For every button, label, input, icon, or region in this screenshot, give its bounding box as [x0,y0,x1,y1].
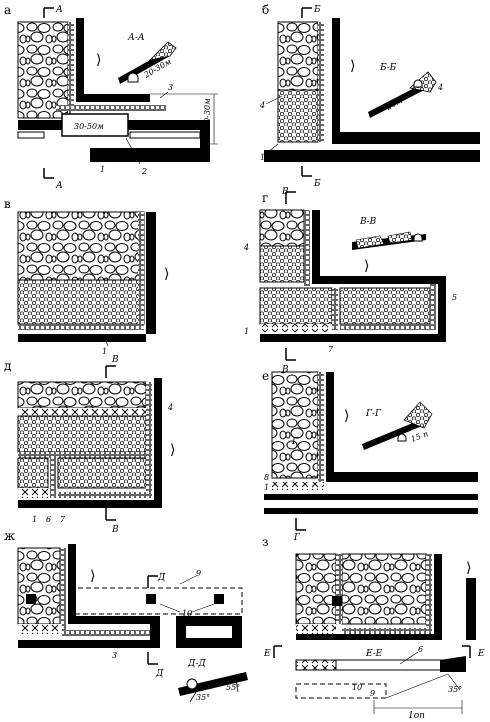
callout-7: 7 [60,515,66,524]
callout-9: 9 [196,569,201,578]
section-title: Г-Г [365,409,382,419]
cut-mark-top: В [281,187,289,197]
callout-1: 1 [244,327,249,336]
broken-ore-zone [277,89,319,143]
panel-g: г В В ⟩ В-В 4 1 5 7 [243,187,457,375]
callout-4: 4 [243,243,249,252]
drift-wall [76,18,150,102]
section-title: А-А [127,33,145,43]
callout-10: 10 [182,609,192,618]
panel-letter: д [4,359,11,373]
drift-section-icon [127,72,139,83]
panel-a: а 30-50м 20-30м А А ⟩ А-А 20-30м 1 2 [4,3,218,191]
dim-length: 1оп [408,711,425,721]
panel-letter: г [262,191,268,205]
cut-mark: Г [293,533,301,543]
angle-left: 35° [196,693,210,702]
callout-1: 1 [100,165,105,174]
callout-2: 2 [141,167,147,176]
panel-v: в ⟩ 1 [4,197,169,356]
section-title: Е-Е [365,649,383,659]
callout-3: 3 [168,83,173,92]
caved-ore-zone [17,211,145,281]
panel-zh: ж ⟩ Д Д 9 10 3 Д-Д 35° 55° [4,529,248,703]
angle: 35° [448,685,462,694]
cut-mark-top: А [55,5,63,15]
cut-mark-bottom: В [111,525,119,535]
callout-5: 5 [452,293,457,302]
section-title: Д-Д [187,659,206,669]
dim-slope: 15 п [410,429,430,444]
flow-arrow: ⟩ [364,258,369,274]
cut-mark-bottom: Д [155,669,164,679]
panel-b: б Б Б ⟩ Б-Б 20м 4 4 1 [259,3,480,189]
haulage-drift [264,150,480,162]
cut-mark-right: Е [477,649,485,659]
panel-letter: а [4,3,11,17]
panel-letter: е [262,369,269,383]
panel-letter: б [262,3,269,17]
callout-1: 1 [32,515,37,524]
callout-6: 6 [46,515,51,524]
callout-1: 1 [102,347,107,356]
flow-arrow: ⟩ [344,408,349,424]
broken-ore-zone [17,279,145,325]
callout-8: 8 [264,473,269,482]
cut-mark-bottom: В [281,365,289,375]
flow-arrow: ⟩ [96,52,101,68]
raise-wall [68,22,74,118]
callout-g: Г [291,437,299,447]
flow-arrow: ⟩ [466,560,471,576]
panel-e: е ⟩ Г-Г 15 п Г 8 1 Г [262,369,478,543]
cut-mark-top: В [111,355,119,365]
cut-mark-top: Б [313,5,321,15]
panel-z: з ⟩ Е Е Е-Е 35° 1оп 6 10 9 [262,535,485,721]
cut-mark-left: Е [263,649,271,659]
panel-letter: в [4,197,11,211]
callout-10: 10 [352,683,362,692]
dim-height: 20-30м [203,98,212,129]
caved-ore-zone [277,21,319,91]
callout-9: 9 [370,689,375,698]
dim-width: 30-50м [74,122,104,131]
callout-4: 4 [259,101,265,110]
drift-wall [312,210,440,284]
flow-arrow: ⟩ [350,58,355,74]
caved-ore-zone [17,21,69,119]
cut-mark-bottom: А [55,181,63,191]
angle-right: 55° [226,683,240,692]
flow-arrow: ⟩ [170,442,175,458]
callout-4-section: 4 [437,83,443,92]
section-title: Б-Б [379,63,397,73]
flow-arrow: ⟩ [90,568,95,584]
panel-d: д В В ⟩ 4 1 6 7 [4,355,175,535]
haulage-drift [18,120,210,162]
panel-letter: з [262,535,269,549]
callout-7: 7 [328,345,334,354]
callout-4: 4 [167,403,173,412]
cut-mark-bottom: Б [313,179,321,189]
section-title: В-В [359,217,377,227]
panel-letter: ж [4,529,15,543]
chamber-outline [61,113,129,137]
drift-wall [332,18,480,144]
undercut-drift [56,105,166,111]
flow-arrow: ⟩ [164,266,169,282]
callout-6: 6 [418,645,423,654]
callout-3: 3 [112,651,117,660]
cut-mark-top: Д [157,573,166,583]
callout-1: 1 [264,483,269,492]
callout-1: 1 [260,153,265,162]
